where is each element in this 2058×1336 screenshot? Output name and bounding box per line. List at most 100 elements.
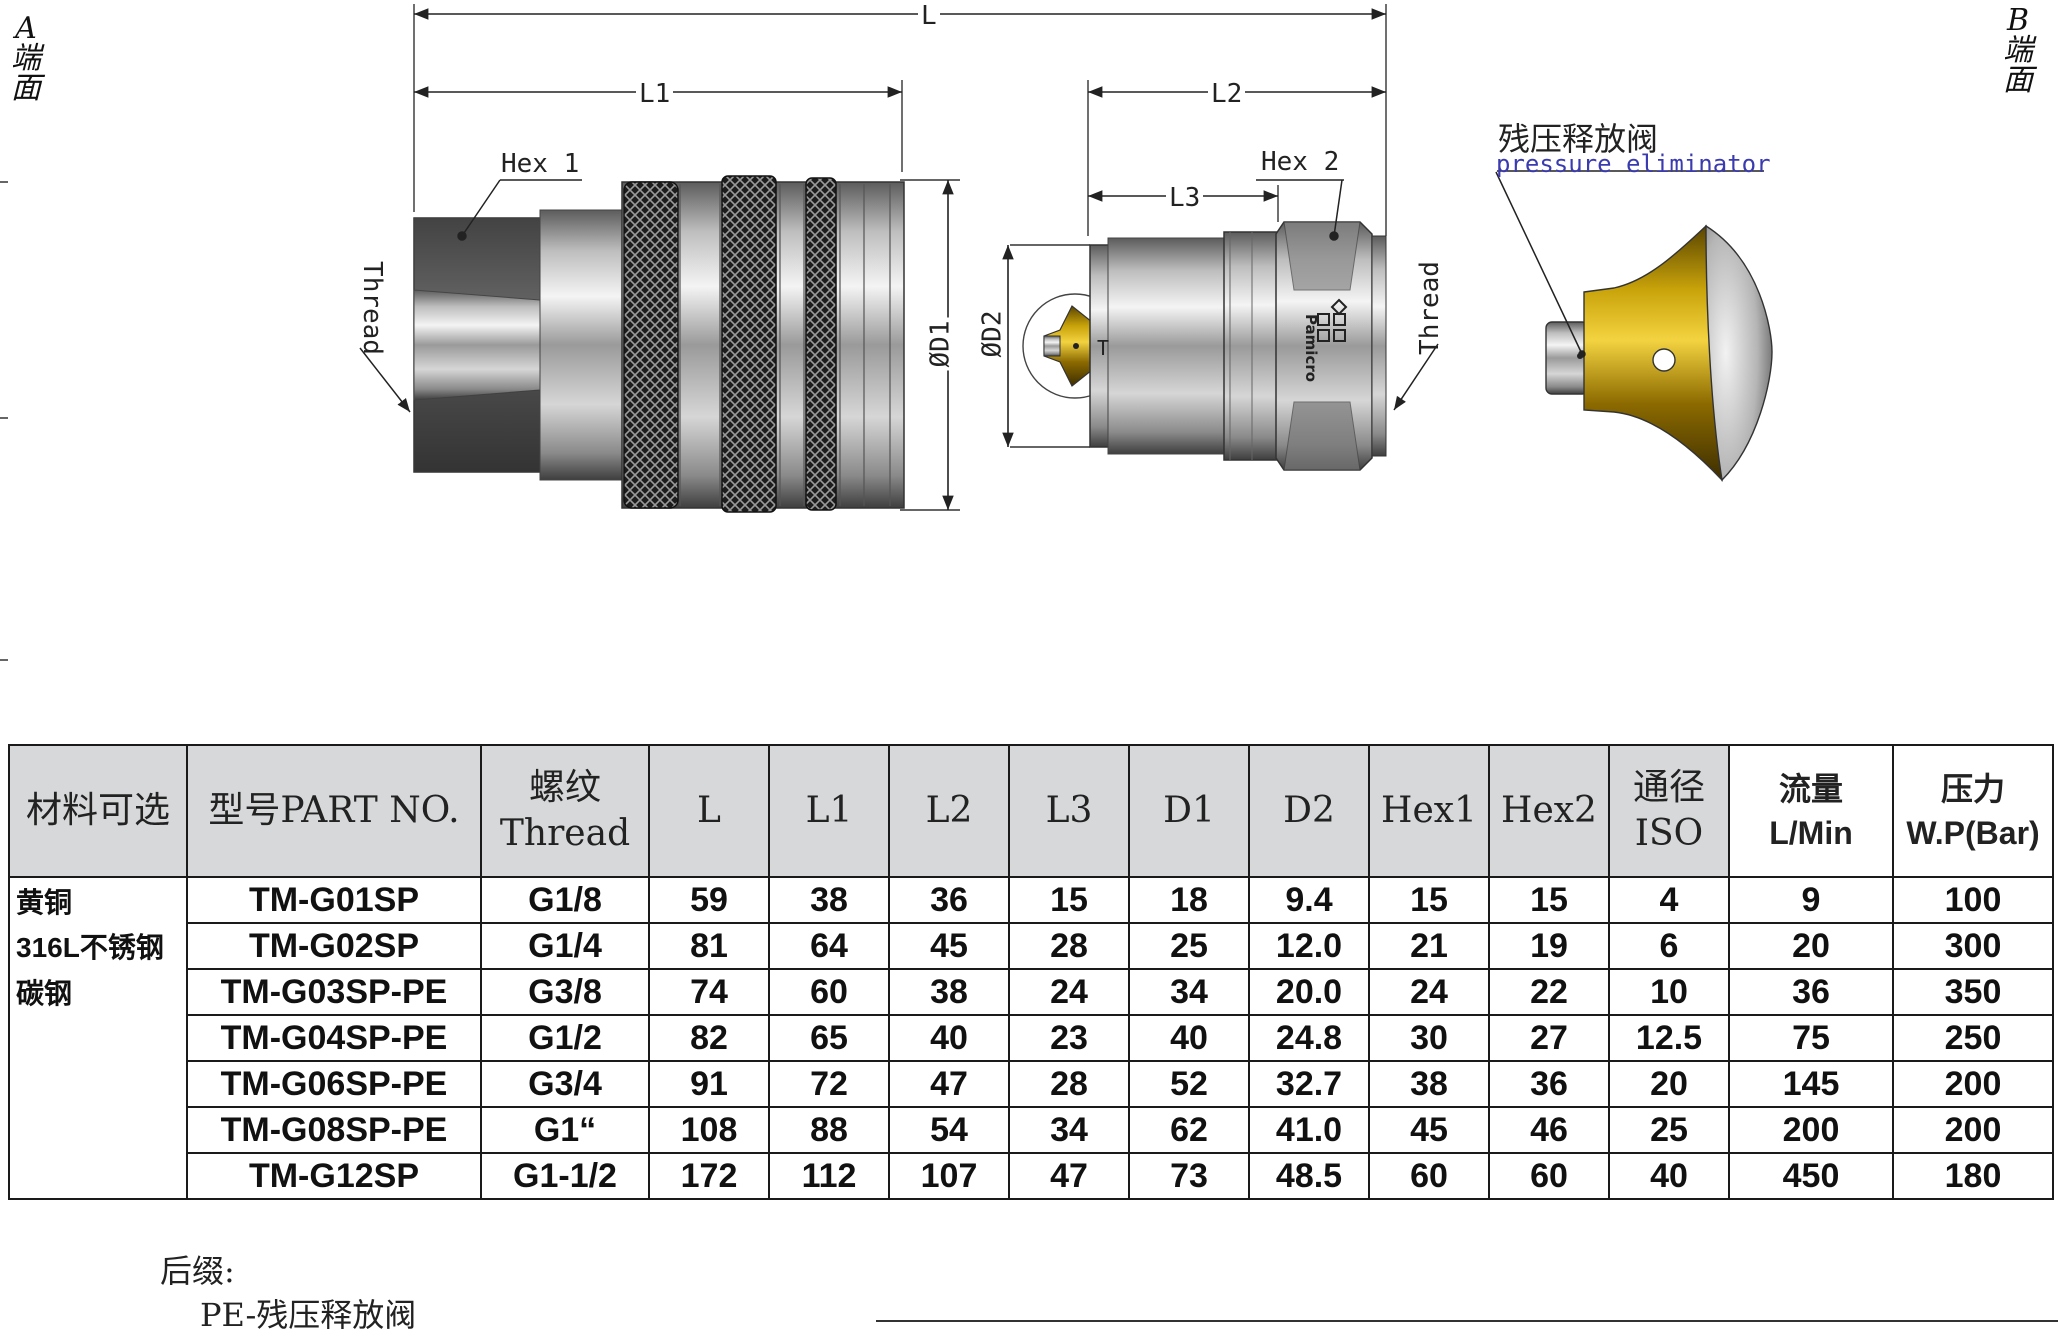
value-cell: 19 (1488, 922, 1610, 970)
thread-cell: G1-1/2 (480, 1152, 650, 1200)
pressure-eliminator-part (1545, 224, 1773, 482)
value-cell: 145 (1728, 1060, 1894, 1108)
header-L: L (648, 744, 770, 878)
value-cell: 73 (1128, 1152, 1250, 1200)
part-number-cell: TM-G08SP-PE (186, 1106, 482, 1154)
value-cell: 172 (648, 1152, 770, 1200)
value-cell: 20.0 (1248, 968, 1370, 1016)
value-cell: 24 (1008, 968, 1130, 1016)
footer-rule (876, 1320, 2058, 1322)
value-cell: 28 (1008, 1060, 1130, 1108)
value-cell: 40 (1608, 1152, 1730, 1200)
coupling-drawing: Pamicro (0, 4, 1773, 661)
value-cell: 52 (1128, 1060, 1250, 1108)
value-cell: 21 (1368, 922, 1490, 970)
thread-cell: G1/4 (480, 922, 650, 970)
header-pressure-en: W.P(Bar) (1906, 815, 2040, 851)
value-cell: 20 (1728, 922, 1894, 970)
value-cell: 40 (1128, 1014, 1250, 1062)
value-cell: 24 (1368, 968, 1490, 1016)
hex2-label: Hex 2 (1261, 147, 1340, 177)
value-cell: 47 (888, 1060, 1010, 1108)
value-cell: 36 (1728, 968, 1894, 1016)
material-cell: 316L不锈钢 (8, 923, 188, 969)
value-cell: 250 (1892, 1014, 2054, 1062)
dim-label-T: T (1097, 336, 1110, 360)
value-cell: 6 (1608, 922, 1730, 970)
thread-cell: G1/2 (480, 1014, 650, 1062)
value-cell: 15 (1368, 876, 1490, 924)
value-cell: 45 (888, 922, 1010, 970)
value-cell: 81 (648, 922, 770, 970)
value-cell: 40 (888, 1014, 1010, 1062)
header-pressure-zh: 压力 (1940, 771, 2005, 807)
header-L3: L3 (1008, 744, 1130, 878)
value-cell: 9 (1728, 876, 1894, 924)
value-cell: 74 (648, 968, 770, 1016)
dim-label-D1: ØD1 (925, 317, 955, 371)
value-cell: 25 (1128, 922, 1250, 970)
dim-label-L2: L2 (1208, 80, 1246, 108)
value-cell: 62 (1128, 1106, 1250, 1154)
value-cell: 112 (768, 1152, 890, 1200)
hex1-label: Hex 1 (501, 149, 580, 179)
male-plug-body: Pamicro (1022, 221, 1387, 471)
value-cell: 60 (1368, 1152, 1490, 1200)
value-cell: 108 (648, 1106, 770, 1154)
value-cell: 100 (1892, 876, 2054, 924)
value-cell: 38 (1368, 1060, 1490, 1108)
thread-label-right: Thread (1414, 261, 1445, 355)
dim-label-D2: ØD2 (977, 307, 1007, 361)
part-number-cell: TM-G12SP (186, 1152, 482, 1200)
value-cell: 32.7 (1248, 1060, 1370, 1108)
part-number-cell: TM-G03SP-PE (186, 968, 482, 1016)
value-cell: 38 (888, 968, 1010, 1016)
value-cell: 75 (1728, 1014, 1894, 1062)
value-cell: 10 (1608, 968, 1730, 1016)
value-cell: 15 (1488, 876, 1610, 924)
value-cell: 9.4 (1248, 876, 1370, 924)
value-cell: 200 (1728, 1106, 1894, 1154)
header-D2: D2 (1248, 744, 1370, 878)
thread-label-left: Thread (356, 261, 387, 355)
value-cell: 46 (1488, 1106, 1610, 1154)
dim-label-L1: L1 (636, 80, 674, 108)
value-cell: 72 (768, 1060, 890, 1108)
value-cell: 107 (888, 1152, 1010, 1200)
header-L2: L2 (888, 744, 1010, 878)
header-part-no: 型号PART NO. (186, 744, 482, 878)
value-cell: 91 (648, 1060, 770, 1108)
value-cell: 47 (1008, 1152, 1130, 1200)
value-cell: 20 (1608, 1060, 1730, 1108)
header-bore-zh: 通径 (1632, 767, 1705, 808)
thread-cell: G3/4 (480, 1060, 650, 1108)
value-cell: 38 (768, 876, 890, 924)
material-cell (8, 1061, 188, 1107)
suffix-pe: PE-残压释放阀 (200, 1296, 417, 1334)
header-flow-en: L/Min (1769, 815, 1853, 851)
dim-label-L3: L3 (1166, 184, 1204, 212)
value-cell: 15 (1008, 876, 1130, 924)
value-cell: 12.5 (1608, 1014, 1730, 1062)
value-cell: 82 (648, 1014, 770, 1062)
thread-cell: G1“ (480, 1106, 650, 1154)
value-cell: 34 (1008, 1106, 1130, 1154)
part-number-cell: TM-G04SP-PE (186, 1014, 482, 1062)
value-cell: 450 (1728, 1152, 1894, 1200)
value-cell: 41.0 (1248, 1106, 1370, 1154)
header-material: 材料可选 (8, 744, 188, 878)
material-cell (8, 1153, 188, 1200)
part-number-cell: TM-G02SP (186, 922, 482, 970)
